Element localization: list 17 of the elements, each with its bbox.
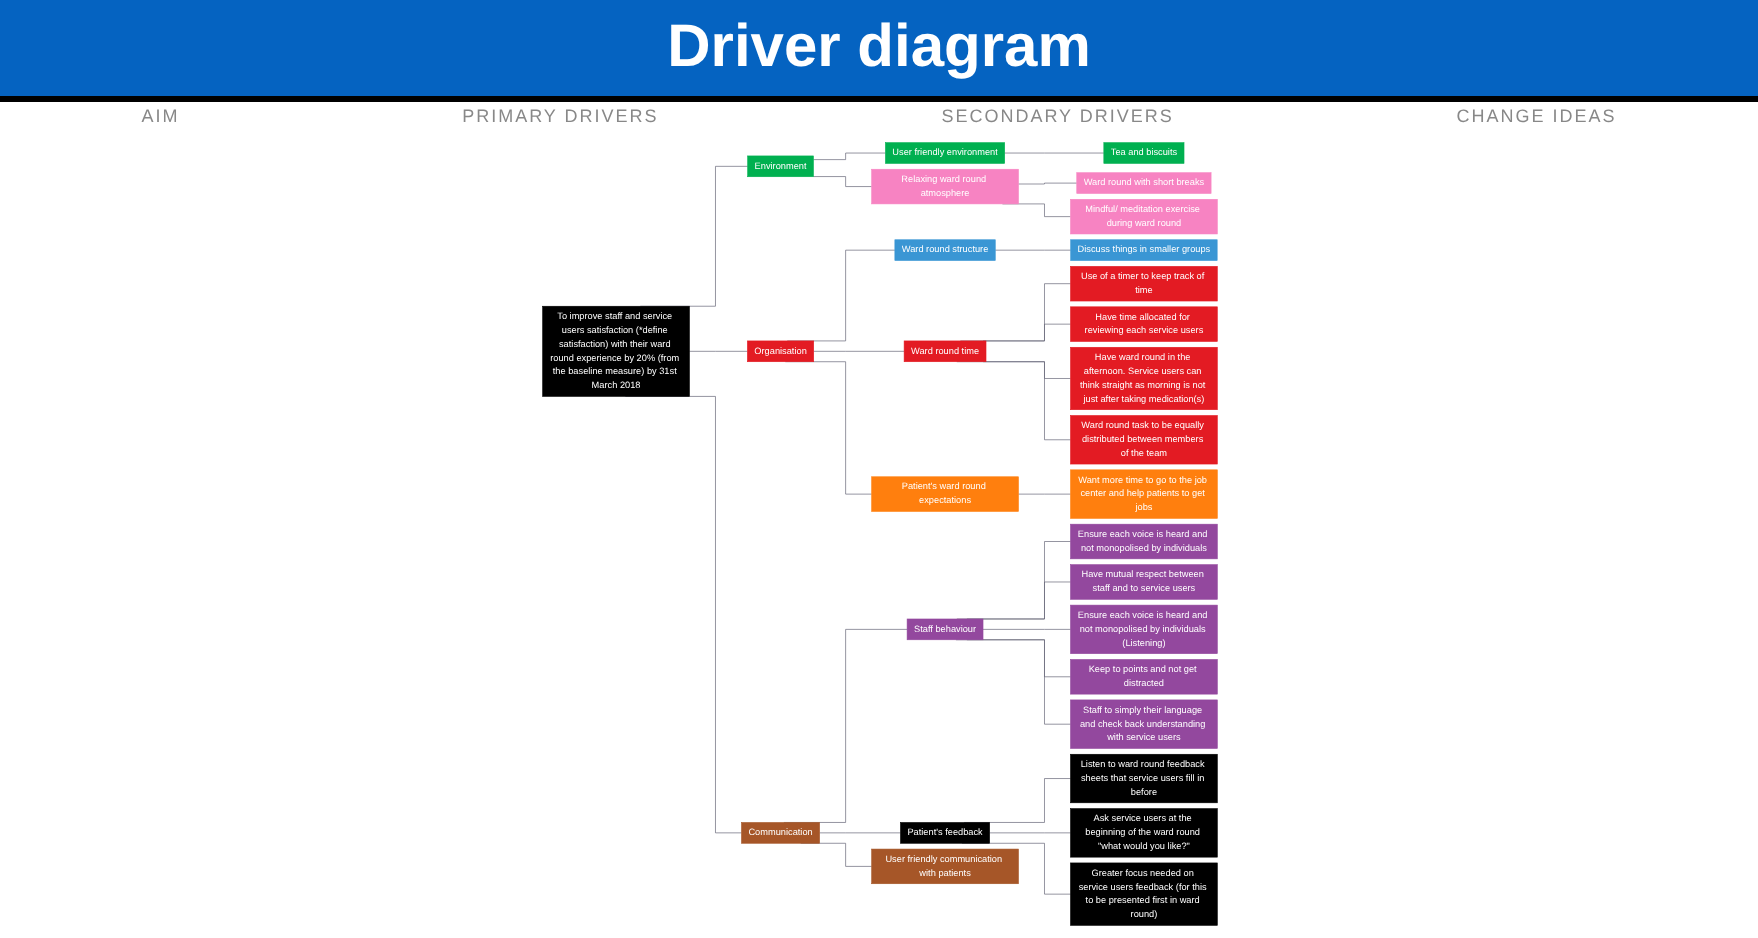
connector — [812, 350, 904, 352]
connector — [812, 152, 885, 160]
column-heading: SECONDARY DRIVERS — [941, 106, 1174, 130]
connector — [981, 323, 1070, 342]
title-banner: Driver diagram — [0, 0, 1758, 102]
connector — [981, 629, 1070, 630]
connector — [988, 832, 1070, 834]
connector — [1017, 182, 1077, 185]
connector — [1003, 152, 1104, 154]
connector — [1017, 493, 1070, 495]
connector — [812, 176, 871, 187]
column-heading: CHANGE IDEAS — [1456, 106, 1617, 130]
connector — [818, 832, 900, 834]
connector — [688, 350, 747, 352]
connector — [993, 249, 1071, 251]
column-heading: PRIMARY DRIVERS — [462, 106, 659, 130]
column-heading: AIM — [141, 106, 180, 130]
